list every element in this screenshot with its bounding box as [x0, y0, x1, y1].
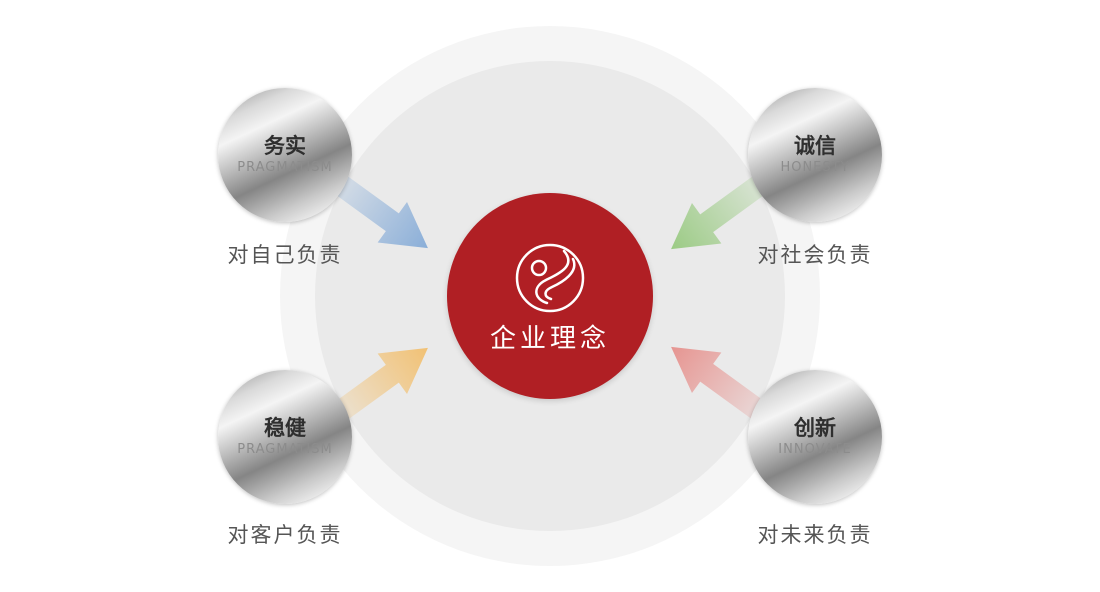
node-title-cn: 诚信: [794, 133, 836, 158]
node-circle-pragmatism: 务实 PRAGMATISM: [218, 88, 352, 222]
company-logo-icon: [515, 243, 585, 313]
node-circle-innovate: 创新 INNOVATE: [748, 370, 882, 504]
node-circle-honesty: 诚信 HONESTY: [748, 88, 882, 222]
caption-responsible-to-self: 对自己负责: [227, 243, 343, 267]
orange-arrow-icon: [325, 347, 428, 427]
green-arrow-icon: [671, 170, 774, 250]
caption-responsible-to-society: 对社会负责: [757, 243, 873, 267]
caption-responsible-to-future: 对未来负责: [757, 523, 873, 547]
node-title-cn: 创新: [794, 415, 836, 440]
center-circle: 企业理念: [447, 193, 653, 399]
node-circle-steady: 稳健 PRAGMATISM: [218, 370, 352, 504]
caption-responsible-to-customers: 对客户负责: [227, 523, 343, 547]
node-title-en: HONESTY: [780, 160, 850, 176]
node-title-cn: 稳健: [264, 415, 306, 440]
blue-arrow-icon: [325, 169, 428, 249]
node-title-cn: 务实: [264, 133, 306, 158]
center-title: 企业理念: [489, 324, 610, 354]
node-title-en: INNOVATE: [778, 442, 852, 458]
pink-arrow-icon: [671, 346, 774, 426]
node-title-en: PRAGMATISM: [237, 160, 333, 176]
node-title-en: PRAGMATISM: [237, 442, 333, 458]
